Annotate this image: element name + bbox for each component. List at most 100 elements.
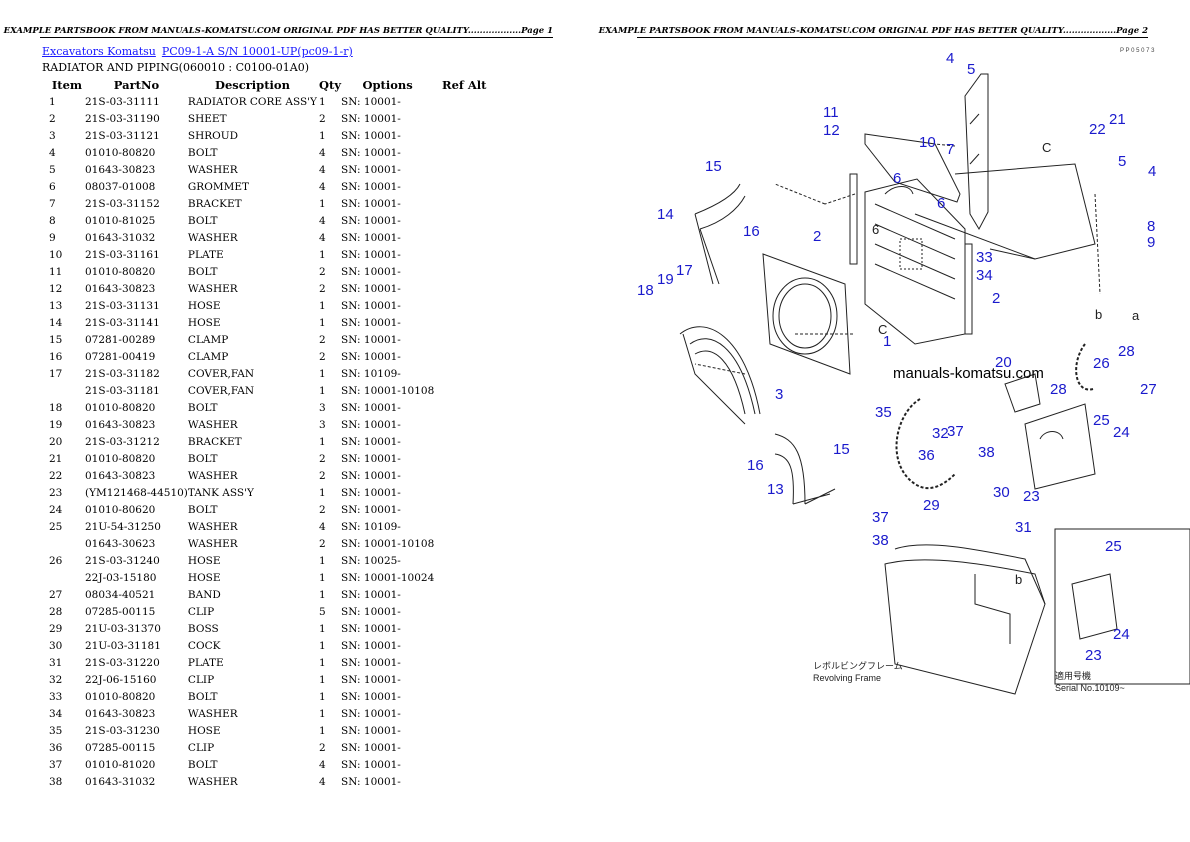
cell-description: WASHER [187,707,238,720]
cell-qty: 1 [319,622,326,635]
callout-8: 8 [1147,218,1155,235]
breadcrumb-link-category[interactable]: Excavators Komatsu [42,45,156,58]
callout-22: 22 [1089,121,1106,138]
cell-options: SN: 10001- [341,605,401,618]
cell-qty: 2 [319,282,326,295]
cell-qty: 4 [319,214,326,227]
callout-21: 21 [1109,111,1126,128]
cell-partno: 21S-03-31131 [85,299,160,312]
cell-partno: 21S-03-31190 [85,112,160,125]
cell-refalt [434,450,494,467]
callout-10: 10 [919,134,936,151]
cell-refalt [434,365,494,382]
cell-refalt [434,297,494,314]
cell-qty: 4 [319,758,326,771]
cell-refalt [434,161,494,178]
cell-partno: 01643-30823 [85,418,156,431]
cell-description: HOSE [187,554,221,567]
cell-description: CLAMP [187,333,229,346]
cell-qty: 4 [319,520,326,533]
callout-27: 27 [1140,381,1157,398]
cell-item: 1 [49,95,56,108]
cell-options: SN: 10001- [341,265,401,278]
cell-item [42,569,85,586]
cell-qty: 2 [319,350,326,363]
cell-qty: 1 [319,299,326,312]
cell-options: SN: 10001- [341,418,401,431]
cell-item: 38 [49,775,63,788]
cell-options: SN: 10001- [341,112,401,125]
cell-item: 25 [49,520,63,533]
cell-description: BRACKET [187,435,242,448]
cell-qty: 5 [319,605,326,618]
cell-options: SN: 10001- [341,231,401,244]
cell-refalt [434,501,494,518]
cell-refalt [434,467,494,484]
cell-refalt [434,756,494,773]
serial-label-jp: 適用号機 [1055,670,1091,681]
col-header-description: Description [214,77,290,92]
callout-15: 15 [705,158,722,175]
cell-refalt [434,178,494,195]
cell-refalt [434,280,494,297]
cell-partno: 01643-30823 [85,707,156,720]
cell-qty: 1 [319,588,326,601]
cell-partno: 01010-80820 [85,690,156,703]
breadcrumb-link-model[interactable]: PC09-1-A S/N 10001-UP(pc09-1-r) [161,45,353,58]
cell-refalt [434,671,494,688]
cell-item: 17 [49,367,63,380]
callout-18: 18 [637,282,654,299]
cell-qty: 1 [319,656,326,669]
cell-partno: 07281-00419 [85,350,156,363]
callout-16: 16 [743,223,760,240]
cell-qty: 1 [319,707,326,720]
cell-refalt [434,569,494,586]
cell-partno: 01010-80820 [85,265,156,278]
watermark: manuals-komatsu.com [893,365,1044,382]
cell-partno: 08034-40521 [85,588,156,601]
cell-qty: 1 [319,639,326,652]
callout-23b: 23 [1085,647,1102,664]
cell-options: SN: 10001- [341,299,401,312]
cell-partno: 01643-30623 [85,537,156,550]
cell-description: WASHER [187,418,238,431]
callout-34: 34 [976,267,993,284]
cell-refalt [434,399,494,416]
cell-description: BOLT [187,503,218,516]
callout-29: 29 [923,497,940,514]
callout-19: 19 [657,271,674,288]
cell-partno: 21U-03-31181 [85,639,161,652]
callout-1: 1 [883,333,891,350]
cell-item: 18 [49,401,63,414]
letter-C-2: C [878,322,887,337]
cell-partno: 07285-00115 [85,741,156,754]
callout-5: 5 [967,61,975,78]
cell-partno: 01010-81025 [85,214,156,227]
letter-b-2: b [1015,572,1022,587]
cell-refalt [434,722,494,739]
section-title: RADIATOR AND PIPING(060010 : C0100-01A0) [42,61,309,74]
cell-description: CLIP [187,741,215,754]
cell-description: SHROUD [187,129,239,142]
cell-options: SN: 10001- [341,401,401,414]
cell-options: SN: 10025- [341,554,401,567]
frame-label-en: Revolving Frame [813,673,881,683]
cell-item: 12 [49,282,63,295]
cell-description: COVER,FAN [187,384,255,397]
cell-refalt [434,348,494,365]
cell-options: SN: 10001- [341,673,401,686]
cell-options: SN: 10001- [341,452,401,465]
cell-description: PLATE [187,248,224,261]
